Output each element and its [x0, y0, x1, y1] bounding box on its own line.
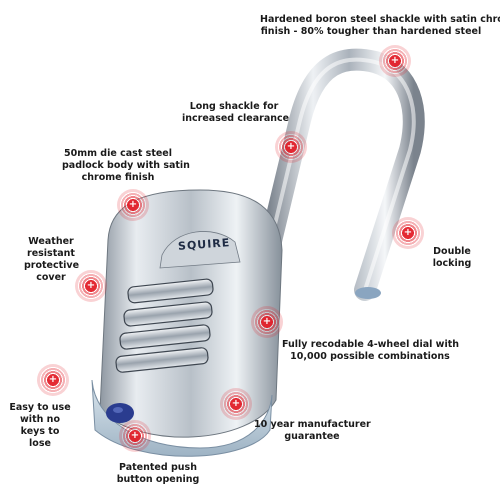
- hotspot-weather-cover[interactable]: +: [75, 270, 107, 302]
- callout-line: guarantee: [284, 431, 340, 442]
- plus-icon: +: [390, 54, 400, 66]
- plus-icon: +: [130, 429, 140, 441]
- callout-line: 10,000 possible combinations: [290, 351, 450, 362]
- callout-guarantee: 10 year manufacturer guarantee: [254, 419, 371, 443]
- hotspot-push-button[interactable]: +: [119, 420, 151, 452]
- callout-easy-to-use: Easy to use with no keys to lose: [8, 402, 72, 450]
- hotspot-guarantee[interactable]: +: [220, 388, 252, 420]
- callout-line: chrome finish: [81, 172, 155, 183]
- callout-line: increased clearance: [182, 113, 290, 124]
- callout-line: button opening: [116, 474, 200, 485]
- callout-line: 50mm die cast steel: [63, 148, 173, 159]
- plus-icon: +: [86, 279, 96, 291]
- callout-line: locking: [432, 258, 472, 269]
- hotspot-shackle-material[interactable]: +: [379, 45, 411, 77]
- push-button-shape: [106, 403, 134, 423]
- callout-body: 50mm die cast steel padlock body with sa…: [62, 148, 190, 184]
- callout-line: Hardened boron steel shackle with satin …: [260, 14, 500, 25]
- dial-wheels: [115, 278, 214, 373]
- callout-line: Easy to use: [9, 402, 71, 413]
- callout-line: cover: [36, 272, 66, 283]
- shackle: [259, 48, 425, 301]
- hotspot-double-locking[interactable]: +: [392, 217, 424, 249]
- hotspot-body[interactable]: +: [117, 189, 149, 221]
- callout-line: Patented push: [119, 462, 197, 473]
- hotspot-easy-to-use[interactable]: +: [37, 364, 69, 396]
- callout-shackle-material: Hardened boron steel shackle with satin …: [260, 14, 500, 38]
- callout-line: Long shackle for: [189, 101, 279, 112]
- hotspot-long-shackle[interactable]: +: [275, 131, 307, 163]
- callout-long-shackle: Long shackle for increased clearance: [182, 101, 290, 125]
- callout-line: Fully recodable 4-wheel dial with: [282, 339, 460, 350]
- callout-line: protective: [24, 260, 80, 271]
- callout-line: resistant: [27, 248, 75, 259]
- plus-icon: +: [48, 373, 58, 385]
- hotspot-recodable-dial[interactable]: +: [251, 306, 283, 338]
- callout-line: finish - 80% tougher than hardened steel: [260, 26, 482, 37]
- callout-line: with no: [20, 414, 60, 425]
- callout-line: padlock body with satin: [62, 160, 190, 171]
- callout-line: Double: [433, 246, 471, 257]
- callout-line: lose: [29, 438, 51, 449]
- plus-icon: +: [403, 226, 413, 238]
- plus-icon: +: [231, 397, 241, 409]
- callout-double-locking: Double locking: [428, 246, 476, 270]
- callout-line: Weather: [28, 236, 74, 247]
- plus-icon: +: [262, 315, 272, 327]
- callout-push-button: Patented push button opening: [108, 462, 208, 486]
- callout-recodable-dial: Fully recodable 4-wheel dial with 10,000…: [282, 339, 460, 363]
- callout-line: 10 year manufacturer: [254, 419, 371, 430]
- callout-weather-cover: Weather resistant protective cover: [24, 236, 80, 284]
- plus-icon: +: [128, 198, 138, 210]
- plus-icon: +: [286, 140, 296, 152]
- callout-line: keys to: [20, 426, 60, 437]
